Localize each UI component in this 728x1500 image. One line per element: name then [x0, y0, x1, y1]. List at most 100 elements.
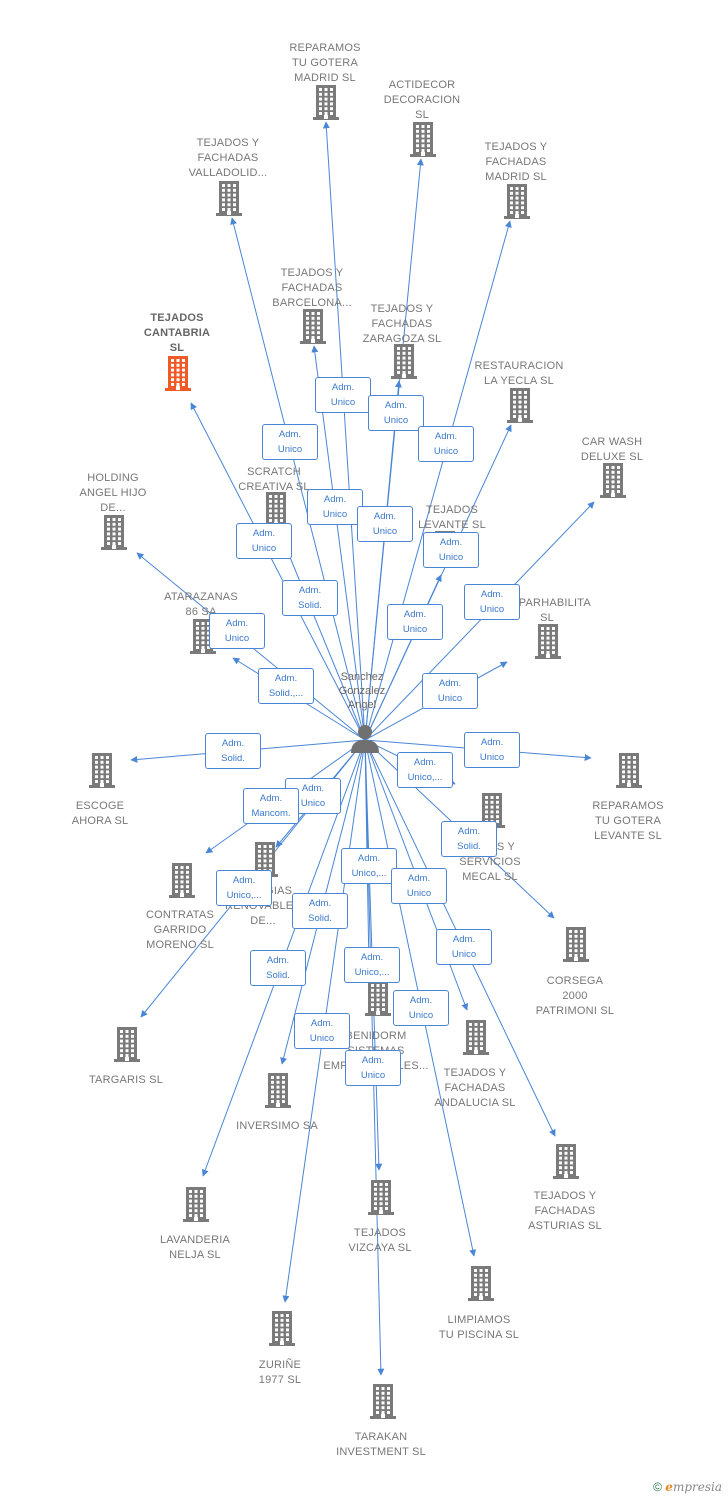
- role-badge-scratch[interactable]: Adm. Solid.: [282, 580, 338, 616]
- role-badge-reparamos-madrid[interactable]: Adm. Unico: [315, 377, 371, 413]
- company-node-car-wash[interactable]: CAR WASH DELUXE SL: [552, 435, 672, 465]
- role-badge-car-wash[interactable]: Adm. Unico: [464, 584, 520, 620]
- role-badge-benidorm[interactable]: Adm. Unico,...: [341, 848, 397, 884]
- company-label: LIMPIAMOS TU PISCINA SL: [438, 1314, 520, 1341]
- building-icon[interactable]: [362, 980, 394, 1016]
- copyright-symbol: ©: [653, 1480, 662, 1494]
- company-node-limpiamos[interactable]: LIMPIAMOS TU PISCINA SL: [419, 1313, 539, 1343]
- building-icon[interactable]: [613, 752, 645, 788]
- company-node-tf-valladolid[interactable]: TEJADOS Y FACHADAS VALLADOLID...: [168, 136, 288, 181]
- building-icon[interactable]: [310, 84, 342, 120]
- company-node-reparhabilita[interactable]: REPARHABILITA SL: [487, 596, 607, 626]
- building-icon[interactable]: [460, 1019, 492, 1055]
- brand-logo[interactable]: empresia: [665, 1480, 722, 1494]
- company-label: TEJADOS Y FACHADAS ANDALUCIA SL: [434, 1067, 516, 1109]
- footer-brand: © empresia: [653, 1480, 722, 1494]
- person-name: Sanchez Gonzalez Angel: [338, 671, 386, 711]
- company-label: CONTRATAS GARRIDO MORENO SL: [145, 909, 214, 951]
- role-badge-zurine[interactable]: Adm. Unico: [294, 1013, 350, 1049]
- building-icon[interactable]: [501, 183, 533, 219]
- company-node-tf-asturias[interactable]: TEJADOS Y FACHADAS ASTURIAS SL: [505, 1189, 625, 1234]
- role-badge-mecal[interactable]: Adm. Unico,...: [397, 752, 453, 788]
- building-icon[interactable]: [187, 618, 219, 654]
- building-icon[interactable]: [213, 180, 245, 216]
- building-icon[interactable]: [532, 623, 564, 659]
- role-badge-restauracion-yecla[interactable]: Adm. Unico: [423, 532, 479, 568]
- company-node-inversimo[interactable]: INVERSIMO SA: [217, 1119, 337, 1134]
- company-node-lavanderia[interactable]: LAVANDERIA NELJA SL: [135, 1233, 255, 1263]
- company-node-holding[interactable]: HOLDING ANGEL HIJO DE...: [53, 471, 173, 516]
- relation-edge-scratch: [277, 527, 366, 741]
- company-node-tf-andalucia[interactable]: TEJADOS Y FACHADAS ANDALUCIA SL: [415, 1066, 535, 1111]
- role-badge-tejados-cantabria[interactable]: Adm. Unico: [236, 523, 292, 559]
- company-node-tf-madrid[interactable]: TEJADOS Y FACHADAS MADRID SL: [456, 140, 576, 185]
- role-badge-tf-barcelona[interactable]: Adm. Unico: [307, 489, 363, 525]
- company-node-reparamos-levante[interactable]: REPARAMOS TU GOTERA LEVANTE SL: [568, 799, 688, 844]
- company-node-tejados-vizcaya[interactable]: TEJADOS VIZCAYA SL: [320, 1226, 440, 1256]
- relation-edge-reparamos-madrid: [322, 121, 366, 741]
- company-node-corsega[interactable]: CORSEGA 2000 PATRIMONI SL: [515, 974, 635, 1019]
- building-icon[interactable]: [162, 355, 194, 391]
- role-badge-tf-zaragoza[interactable]: Adm. Unico: [357, 506, 413, 542]
- building-icon[interactable]: [262, 1072, 294, 1108]
- company-label: TEJADOS Y FACHADAS ZARAGOZA SL: [362, 303, 442, 345]
- relation-edge-tf-madrid: [364, 220, 512, 741]
- building-icon[interactable]: [388, 343, 420, 379]
- role-badge-tarakan[interactable]: Adm. Unico: [345, 1050, 401, 1086]
- company-node-restauracion-yecla[interactable]: RESTAURACION LA YECLA SL: [459, 359, 579, 389]
- building-icon[interactable]: [365, 1179, 397, 1215]
- role-badge-holding[interactable]: Adm. Unico: [209, 613, 265, 649]
- building-icon[interactable]: [98, 514, 130, 550]
- company-node-tf-zaragoza[interactable]: TEJADOS Y FACHADAS ZARAGOZA SL: [342, 302, 462, 347]
- building-icon[interactable]: [550, 1143, 582, 1179]
- company-node-targaris[interactable]: TARGARIS SL: [66, 1073, 186, 1088]
- role-badge-tejados-vizcaya[interactable]: Adm. Unico,...: [344, 947, 400, 983]
- building-icon[interactable]: [504, 387, 536, 423]
- role-badge-limpiamos[interactable]: Adm. Unico: [393, 990, 449, 1026]
- building-icon[interactable]: [166, 862, 198, 898]
- role-badge-tf-valladolid[interactable]: Adm. Unico: [262, 424, 318, 460]
- relation-edge-tf-valladolid: [230, 217, 366, 741]
- building-icon[interactable]: [597, 462, 629, 498]
- building-icon[interactable]: [465, 1265, 497, 1301]
- company-label: REPARHABILITA SL: [503, 597, 591, 624]
- role-badge-lavanderia[interactable]: Adm. Solid.: [250, 950, 306, 986]
- company-node-reparamos-madrid[interactable]: REPARAMOS TU GOTERA MADRID SL: [265, 41, 385, 86]
- building-icon[interactable]: [297, 308, 329, 344]
- company-node-contratas[interactable]: CONTRATAS GARRIDO MORENO SL: [120, 908, 240, 953]
- building-icon[interactable]: [260, 491, 292, 527]
- role-badge-corsega[interactable]: Adm. Solid.: [441, 821, 497, 857]
- company-node-zurine[interactable]: ZURIÑE 1977 SL: [220, 1358, 340, 1388]
- building-icon[interactable]: [111, 1026, 143, 1062]
- company-node-escoge[interactable]: ESCOGE AHORA SL: [40, 799, 160, 829]
- role-badge-tf-madrid[interactable]: Adm. Unico: [418, 426, 474, 462]
- company-node-tejados-cantabria[interactable]: TEJADOS CANTABRIA SL: [117, 311, 237, 356]
- company-node-atarazanas[interactable]: ATARAZANAS 86 SA: [141, 590, 261, 620]
- building-icon[interactable]: [86, 752, 118, 788]
- building-icon[interactable]: [407, 121, 439, 157]
- role-badge-tejados-levante[interactable]: Adm. Unico: [387, 604, 443, 640]
- building-icon[interactable]: [367, 1383, 399, 1419]
- role-badge-tf-andalucia[interactable]: Adm. Unico: [391, 868, 447, 904]
- role-badge-targaris[interactable]: Adm. Unico,...: [216, 870, 272, 906]
- role-badge-actidecor[interactable]: Adm. Unico: [368, 395, 424, 431]
- role-badge-contratas[interactable]: Adm. Mancom.: [243, 788, 299, 824]
- company-label: TEJADOS Y FACHADAS ASTURIAS SL: [528, 1190, 602, 1232]
- role-badge-inversimo[interactable]: Adm. Solid.: [292, 893, 348, 929]
- building-icon[interactable]: [560, 926, 592, 962]
- company-label: ATARAZANAS 86 SA: [164, 591, 238, 618]
- company-label: TEJADOS Y FACHADAS VALLADOLID...: [188, 137, 268, 179]
- company-node-actidecor[interactable]: ACTIDECOR DECORACION SL: [362, 78, 482, 123]
- building-icon[interactable]: [266, 1310, 298, 1346]
- role-badge-tf-asturias[interactable]: Adm. Unico: [436, 929, 492, 965]
- role-badge-atarazanas[interactable]: Adm. Solid.,...: [258, 668, 314, 704]
- company-node-tf-barcelona[interactable]: TEJADOS Y FACHADAS BARCELONA...: [252, 266, 372, 311]
- building-icon[interactable]: [180, 1186, 212, 1222]
- role-badge-escoge[interactable]: Adm. Solid.: [205, 733, 261, 769]
- company-node-tejados-levante[interactable]: TEJADOS LEVANTE SL: [392, 503, 512, 533]
- company-node-scratch[interactable]: SCRATCH CREATIVA SL: [214, 465, 334, 495]
- role-badge-reparamos-levante[interactable]: Adm. Unico: [464, 732, 520, 768]
- company-node-tarakan[interactable]: TARAKAN INVESTMENT SL: [321, 1430, 441, 1460]
- role-badge-reparhabilita[interactable]: Adm. Unico: [422, 673, 478, 709]
